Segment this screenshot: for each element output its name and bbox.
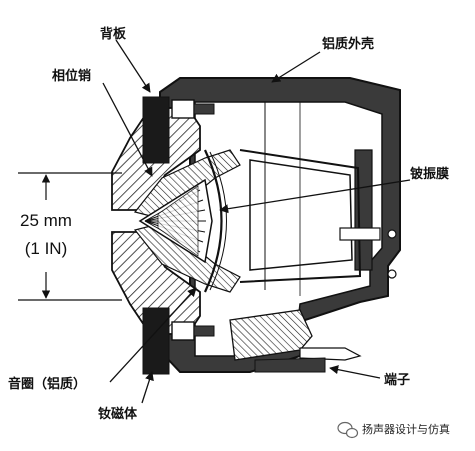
label-back-plate: 背板 (100, 26, 127, 42)
label-phase-plug: 相位销 (52, 68, 91, 84)
label-beryllium-diaphragm: 铍振膜 (410, 166, 449, 182)
watermark: 扬声器设计与仿真 (337, 421, 450, 439)
watermark-text: 扬声器设计与仿真 (362, 422, 450, 436)
neodymium-magnet (142, 96, 170, 375)
dimension-marker (18, 172, 122, 301)
label-voice-coil: 音圈（铝质） (8, 376, 86, 392)
mounting-screws (171, 99, 397, 341)
dimension-metric: 25 mm (20, 211, 72, 230)
wechat-icon (337, 421, 359, 439)
leader-lines (102, 39, 411, 404)
aluminum-housing (159, 77, 401, 373)
terminal-block (229, 309, 362, 373)
phase-plug (138, 178, 213, 264)
dimension-imperial: (1 IN) (25, 239, 68, 258)
label-neodymium-magnet: 钕磁体 (98, 406, 138, 422)
label-aluminum-housing: 铝质外壳 (322, 36, 374, 52)
beryllium-diaphragm (204, 149, 227, 293)
label-terminal: 端子 (384, 372, 410, 388)
